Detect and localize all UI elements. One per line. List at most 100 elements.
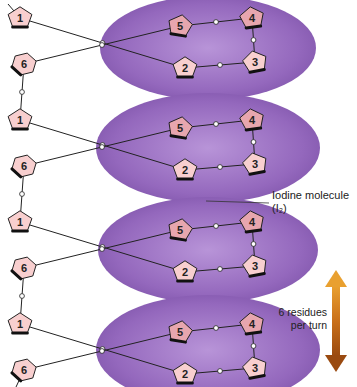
- oxygen-atom: [100, 247, 105, 252]
- oxygen-atom: [214, 122, 219, 127]
- glucose-rings: [8, 7, 266, 383]
- glucose-ring: [243, 51, 266, 72]
- residue-number: 5: [170, 223, 190, 237]
- residue-number: 5: [170, 121, 190, 135]
- oxygen-atom: [218, 165, 223, 170]
- glycosidic-bond: [20, 222, 185, 272]
- residue-number: 4: [242, 113, 262, 127]
- ring-front-edge: [250, 70, 264, 73]
- ring-front-edge: [178, 76, 193, 79]
- ring-front-edge: [250, 172, 264, 175]
- ring-front-edge: [246, 128, 261, 130]
- ring-front-edge: [246, 230, 261, 232]
- glucose-ring: [169, 321, 192, 342]
- ring-front-edge: [12, 67, 21, 75]
- residue-number: 1: [10, 317, 30, 331]
- residue-number: 2: [175, 61, 195, 75]
- ring-front-edge: [178, 382, 193, 385]
- oxygen-atom: [218, 63, 223, 68]
- glucose-ring: [12, 53, 36, 75]
- oxygen-atom: [218, 369, 223, 374]
- glycosidic-bond: [20, 120, 185, 170]
- residue-number: 5: [170, 325, 190, 339]
- residue-number: 6: [14, 363, 34, 377]
- glucose-ring: [173, 57, 197, 77]
- ring-front-edge: [246, 332, 261, 334]
- residue-number: 4: [242, 215, 262, 229]
- ring-front-edge: [12, 373, 21, 381]
- residue-number: 4: [242, 11, 262, 25]
- ring-front-edge: [12, 169, 21, 177]
- glucose-ring: [243, 357, 266, 378]
- ring-front-edge: [171, 136, 185, 138]
- glycosidic-bond: [24, 128, 180, 166]
- glucose-ring: [8, 313, 32, 333]
- ring-front-edge: [171, 340, 185, 342]
- glucose-ring: [169, 15, 192, 36]
- glucose-ring: [240, 211, 264, 232]
- glucose-ring: [243, 255, 266, 276]
- glycosidic-bond: [24, 26, 180, 64]
- ring-front-edge: [246, 26, 261, 28]
- ring-front-edge: [178, 178, 193, 181]
- residue-number: 3: [245, 259, 265, 273]
- glycosidic-bond: [20, 324, 185, 374]
- oxygen-atom: [251, 242, 256, 247]
- residue-number: 4: [242, 317, 262, 331]
- ring-front-edge: [250, 274, 264, 277]
- residue-number: 1: [10, 113, 30, 127]
- turn-label: 6 residues per turn: [271, 306, 327, 332]
- ring-front-edge: [13, 128, 28, 131]
- glucose-ring: [173, 261, 197, 281]
- ring-front-edge: [171, 238, 185, 240]
- oxygen-atom: [100, 349, 105, 354]
- residue-number: 3: [245, 55, 265, 69]
- residue-number: 2: [175, 367, 195, 381]
- residue-number: 2: [175, 163, 195, 177]
- residue-number: 6: [14, 261, 34, 275]
- oxygen-atom: [214, 20, 219, 25]
- glycosidic-chain: [8, 4, 256, 387]
- leader-line: [206, 201, 269, 203]
- oxygen-atom: [251, 344, 256, 349]
- glucose-ring: [240, 313, 264, 334]
- glycosidic-bond: [24, 332, 180, 370]
- glycosidic-bond: [24, 230, 180, 268]
- residue-number: 3: [245, 361, 265, 375]
- oxygen-atom: [100, 43, 105, 48]
- ring-front-edge: [178, 280, 193, 283]
- residue-number: 3: [245, 157, 265, 171]
- oxygen-atom: [20, 90, 25, 95]
- oxygen-atom: [214, 224, 219, 229]
- oxygen-atom: [251, 140, 256, 145]
- glycosidic-bond: [20, 18, 185, 68]
- glucose-ring: [240, 109, 264, 130]
- glucose-ring: [8, 211, 32, 231]
- glucose-ring: [12, 257, 36, 279]
- glucose-ring: [8, 7, 32, 27]
- residue-number: 1: [10, 215, 30, 229]
- glucose-ring: [173, 363, 197, 383]
- glucose-ring: [169, 117, 192, 138]
- glucose-ring: [12, 155, 36, 177]
- oxygen-atom: [20, 294, 25, 299]
- glucose-ring: [240, 7, 264, 28]
- glucose-ring: [173, 159, 197, 179]
- glucose-ring: [169, 219, 192, 240]
- oxygen-atom: [20, 192, 25, 197]
- ring-front-edge: [13, 26, 28, 29]
- residue-number: 1: [10, 11, 30, 25]
- residue-number: 5: [170, 19, 190, 33]
- ring-front-edge: [13, 332, 28, 335]
- residue-number: 2: [175, 265, 195, 279]
- glucose-ring: [8, 109, 32, 129]
- oxygen-atom: [214, 326, 219, 331]
- residue-number: 6: [14, 57, 34, 71]
- ring-front-edge: [13, 230, 28, 233]
- iodine-label: Iodine molecule (I₂): [272, 189, 352, 215]
- oxygen-atom: [251, 38, 256, 43]
- ring-front-edge: [171, 34, 185, 36]
- oxygen-atom: [100, 145, 105, 150]
- ring-front-edge: [250, 376, 264, 379]
